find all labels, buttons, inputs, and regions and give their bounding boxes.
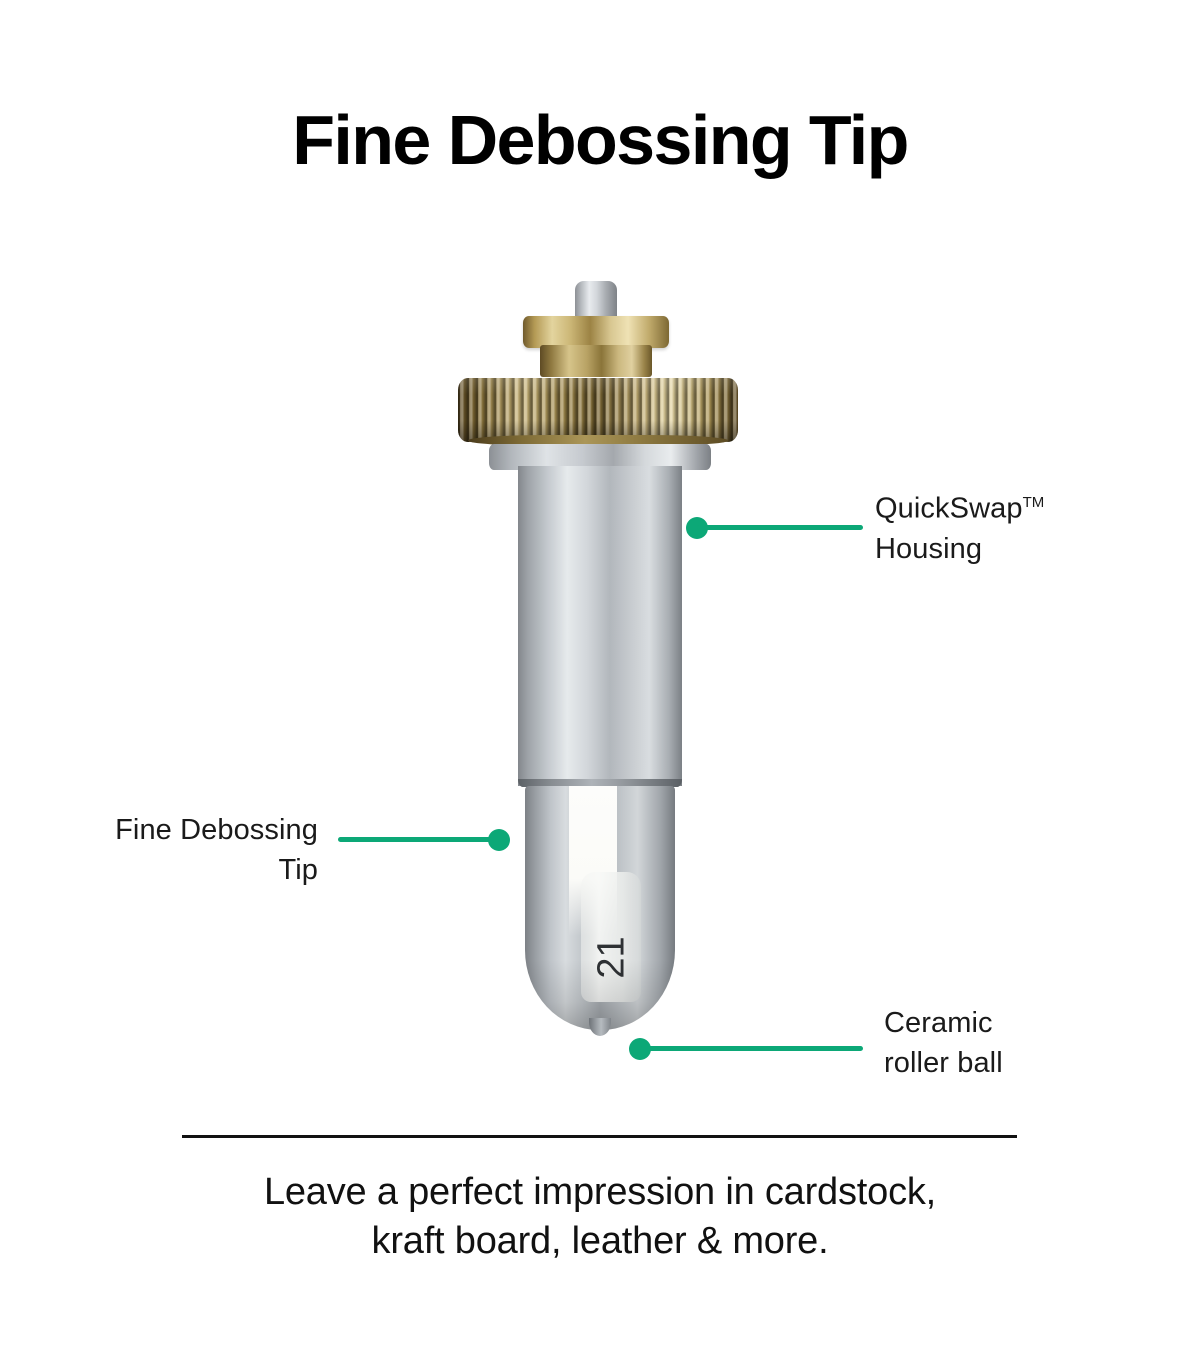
callout-line-fine-debossing-tip xyxy=(338,837,498,842)
callout-label-ceramic-roller-ball: Ceramic roller ball xyxy=(884,1003,1184,1083)
callout-ball-line1: Ceramic xyxy=(884,1007,993,1039)
callout-tip-line2: Tip xyxy=(278,854,318,886)
callout-tip-line1: Fine Debossing xyxy=(115,814,318,846)
callout-dot-fine-debossing-tip xyxy=(488,829,510,851)
debossing-tip-body: 21 xyxy=(525,786,675,1030)
trademark-symbol: TM xyxy=(1022,494,1045,511)
housing-shoulder-collar xyxy=(489,444,711,470)
callout-line-ceramic-roller-ball xyxy=(640,1046,863,1051)
ceramic-roller-ball xyxy=(589,1018,611,1036)
caption-line-1: Leave a perfect impression in cardstock, xyxy=(263,1171,937,1213)
tip-size-label-patch xyxy=(581,872,641,1002)
callout-line-quickswap-housing xyxy=(697,525,863,530)
page-title: Fine Debossing Tip xyxy=(292,101,909,179)
callout-ball-line2: roller ball xyxy=(884,1047,1003,1079)
knurled-brass-collar xyxy=(458,372,738,448)
knurl-shading xyxy=(458,378,738,442)
callout-label-fine-debossing-tip: Fine Debossing Tip xyxy=(20,810,318,890)
knurl-bottom-edge xyxy=(468,435,728,446)
housing-tip-seam xyxy=(518,779,682,787)
knurl-ridges xyxy=(458,378,738,442)
footer-caption: Leave a perfect impression in cardstock,… xyxy=(100,1168,1100,1266)
brass-neck xyxy=(540,345,652,377)
callout-quickswap-line1: QuickSwap xyxy=(875,492,1023,525)
caption-line-2: kraft board, leather & more. xyxy=(371,1220,829,1262)
footer-divider xyxy=(182,1135,1017,1138)
brass-flange-disc xyxy=(523,316,669,348)
callout-label-quickswap-housing: QuickSwapTM Housing xyxy=(875,483,1175,569)
quickswap-housing-barrel xyxy=(518,466,682,786)
callout-quickswap-line2: Housing xyxy=(875,532,983,565)
